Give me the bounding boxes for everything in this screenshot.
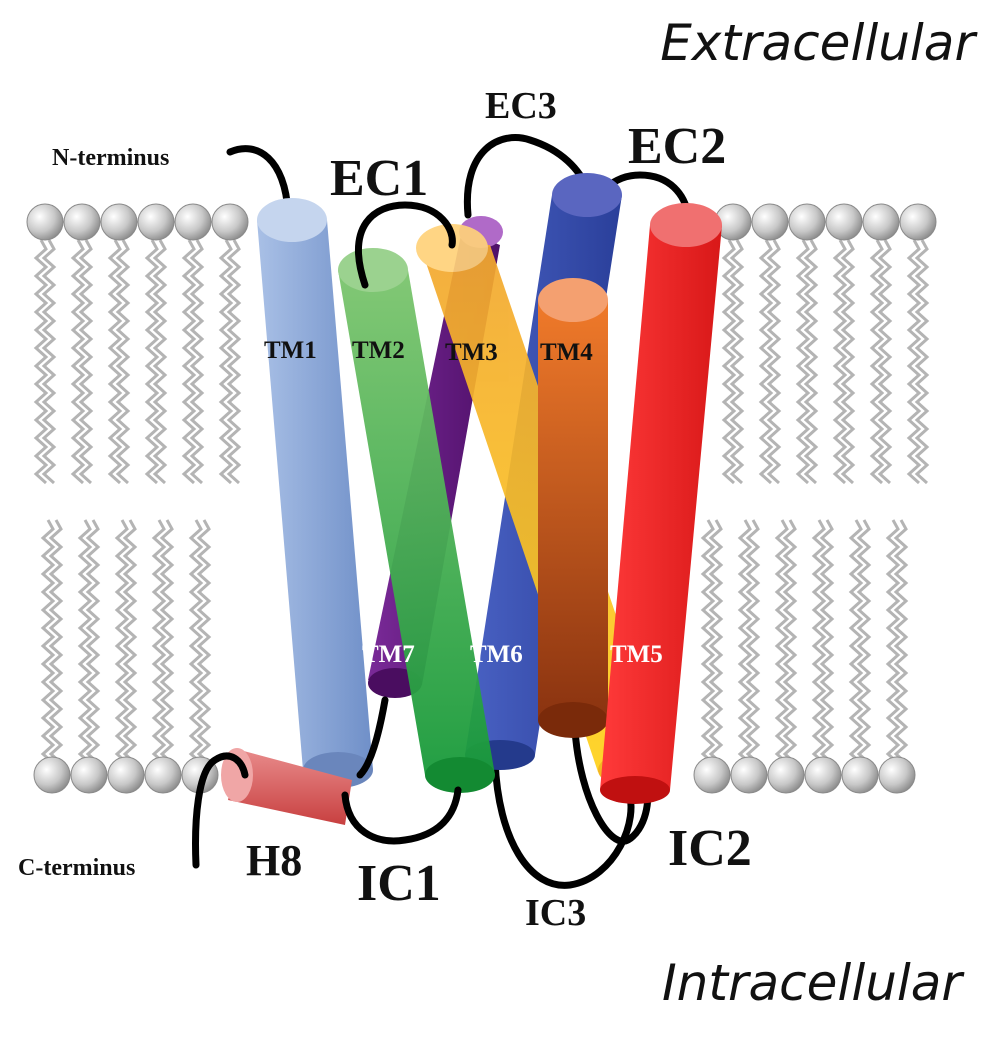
lipid-tail — [700, 519, 716, 765]
helix-h8 — [221, 748, 352, 825]
tm5-label: TM5 — [610, 641, 663, 668]
lipid-tail — [708, 519, 724, 765]
ec1-label: EC1 — [330, 150, 428, 207]
lipid-tail — [840, 239, 856, 485]
tm7-h8-connector — [356, 696, 389, 779]
lipid-head-top — [174, 203, 212, 241]
h8-label: H8 — [246, 836, 302, 885]
lipid-tail — [745, 519, 761, 765]
lipid-tail — [856, 519, 872, 765]
tm4-label: TM4 — [540, 339, 593, 366]
lipid-head-bottom — [144, 756, 182, 794]
lipid-tail — [848, 519, 864, 765]
lipid-head-top — [788, 203, 826, 241]
tm6-label: TM6 — [470, 641, 523, 668]
ic2-loop — [571, 726, 652, 845]
c-terminus-label: C-terminus — [18, 855, 135, 881]
intracellular-label: Intracellular — [662, 954, 965, 1012]
ic1-loop — [341, 786, 462, 845]
lipid-head-top — [862, 203, 900, 241]
lipid-tail — [144, 239, 160, 485]
ic3-loop — [491, 756, 635, 889]
lipid-tail — [40, 519, 56, 765]
lipid-tail — [766, 239, 782, 485]
lipid-head-top — [100, 203, 138, 241]
lipid-tail — [181, 239, 197, 485]
lipid-tail — [721, 239, 737, 485]
lipid-tail — [803, 239, 819, 485]
lipid-head-top — [26, 203, 64, 241]
helix-tm5 — [600, 203, 722, 804]
lipid-head-bottom — [107, 756, 145, 794]
lipid-tail — [85, 519, 101, 765]
lipid-tail — [115, 239, 131, 485]
lipid-tail — [107, 239, 123, 485]
lipid-head-bottom — [878, 756, 916, 794]
ec3-label: EC3 — [485, 85, 557, 127]
lipid-tail — [196, 519, 212, 765]
helix-tm4 — [538, 278, 608, 738]
lipid-head-bottom — [693, 756, 731, 794]
lipid-tail — [151, 519, 167, 765]
lipid-head-top — [211, 203, 249, 241]
lipid-head-top — [899, 203, 937, 241]
lipid-head-top — [137, 203, 175, 241]
extracellular-label: Extracellular — [660, 14, 978, 72]
lipid-tail — [782, 519, 798, 765]
ic3-label: IC3 — [525, 892, 586, 934]
lipid-tail — [152, 239, 168, 485]
lipid-tails — [33, 239, 930, 765]
lipid-head-bottom — [70, 756, 108, 794]
lipid-tail — [77, 519, 93, 765]
lipid-tail — [832, 239, 848, 485]
lipid-tail — [70, 239, 86, 485]
ic2-label: IC2 — [668, 820, 752, 877]
lipid-tail — [758, 239, 774, 485]
n-terminus-tail — [226, 145, 292, 216]
lipid-head-bottom — [804, 756, 842, 794]
ic1-label: IC1 — [357, 855, 441, 912]
lipid-tail — [33, 239, 49, 485]
lipid-head-top — [825, 203, 863, 241]
lipid-tail — [795, 239, 811, 485]
tm2-label: TM2 — [352, 337, 405, 364]
lipid-tail — [811, 519, 827, 765]
lipid-tail — [189, 239, 205, 485]
lipid-tail — [774, 519, 790, 765]
n-terminus-label: N-terminus — [52, 145, 169, 171]
ec2-label: EC2 — [628, 118, 726, 175]
lipid-tail — [737, 519, 753, 765]
lipid-tail — [122, 519, 138, 765]
lipid-tail — [885, 519, 901, 765]
lipid-head-top — [751, 203, 789, 241]
lipid-tail — [893, 519, 909, 765]
lipid-head-bottom — [767, 756, 805, 794]
lipid-tail — [78, 239, 94, 485]
tm7-label: TM7 — [362, 641, 415, 668]
lipid-tail — [869, 239, 885, 485]
lipid-tail — [226, 239, 242, 485]
lipid-head-bottom — [33, 756, 71, 794]
lipid-head-top — [63, 203, 101, 241]
lipid-tail — [48, 519, 64, 765]
c-terminus-tail — [192, 752, 249, 869]
lipid-tail — [114, 519, 130, 765]
lipid-tail — [729, 239, 745, 485]
lipid-tail — [188, 519, 204, 765]
lipid-tail — [159, 519, 175, 765]
tm3-label: TM3 — [445, 339, 498, 366]
ec1-loop — [355, 201, 456, 289]
lipid-head-bottom — [841, 756, 879, 794]
lipid-tail — [877, 239, 893, 485]
lipid-tail — [218, 239, 234, 485]
ec3-loop — [463, 134, 592, 219]
tm1-label: TM1 — [264, 337, 317, 364]
lipid-tail — [41, 239, 57, 485]
lipid-tail — [914, 239, 930, 485]
lipid-head-bottom — [730, 756, 768, 794]
lipid-tail — [906, 239, 922, 485]
lipid-tail — [819, 519, 835, 765]
